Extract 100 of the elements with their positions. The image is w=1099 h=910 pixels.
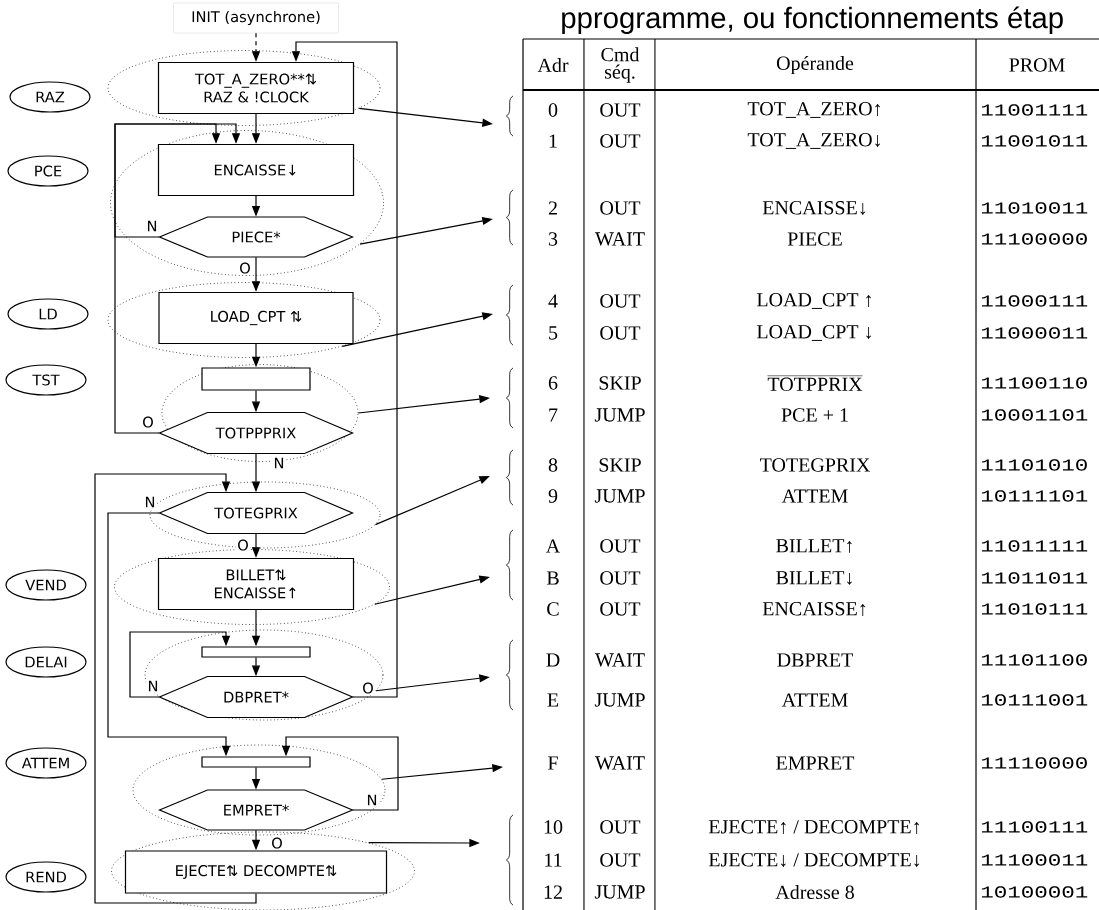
command-text: WAIT	[595, 756, 645, 770]
prom-code: 11001111	[981, 104, 1088, 116]
arrow	[114, 123, 241, 238]
address-text: B	[546, 571, 559, 585]
command-text: OUT	[600, 853, 641, 867]
edge-label: N	[365, 793, 379, 807]
operand-text: ENCAISSE↑	[762, 602, 866, 616]
prom-code: 10111101	[981, 490, 1088, 502]
operand-text: EJECTE↓ / DECOMPTE↓	[708, 853, 919, 867]
command-text: OUT	[600, 134, 641, 148]
address-text: 6	[548, 376, 558, 390]
process-box: TOT_A_ZERO**⇅ RAZ & !CLOCK	[157, 61, 355, 115]
command-text: JUMP	[594, 489, 645, 503]
arrow	[374, 476, 490, 526]
address-text: 11	[545, 853, 562, 867]
command-text: WAIT	[595, 232, 645, 246]
operand-text: LOAD_CPT ↓	[757, 325, 871, 341]
prom-code: 11100110	[981, 377, 1087, 389]
operand-text: ATTEM	[781, 489, 848, 503]
process-box: ENCAISSE↓	[157, 143, 355, 197]
step-label: PCE	[7, 155, 89, 187]
column-header: PROM	[1009, 58, 1065, 72]
command-text: OUT	[600, 571, 641, 585]
prom-code: 10100001	[981, 886, 1088, 898]
edge-label: O	[269, 836, 285, 850]
step-label: DELAI	[5, 646, 87, 678]
process-box: BILLET⇅ ENCAISSE↑	[157, 557, 355, 611]
prom-code: 10001101	[981, 409, 1088, 421]
operand-text: BILLET↓	[776, 571, 852, 585]
dotted-ellipse	[132, 744, 386, 836]
prom-code: 11000111	[981, 295, 1088, 307]
column-header: Cmd séq.	[601, 47, 640, 83]
arrow	[94, 473, 257, 904]
operand-text: ATTEM	[781, 693, 848, 707]
command-text: WAIT	[595, 653, 645, 667]
dotted-ellipse	[107, 282, 381, 358]
title: pprogramme, ou fonctionnements étap	[562, 6, 1063, 35]
dotted-ellipse	[114, 549, 390, 625]
command-text: JUMP	[594, 408, 645, 422]
wait-bar	[201, 756, 311, 768]
arrow	[129, 631, 231, 698]
wait-bar	[201, 646, 311, 658]
column-header: Adr	[537, 58, 569, 73]
address-text: 1	[549, 134, 557, 148]
address-text: 8	[548, 458, 558, 472]
prom-code: 11001011	[981, 135, 1088, 147]
command-text: SKIP	[599, 376, 641, 390]
operand-text: EMPRET	[776, 756, 855, 770]
edge-label: O	[237, 261, 253, 275]
step-label: ATTEM	[5, 747, 87, 779]
operand-text: DBPRET	[777, 653, 853, 667]
operand-text: LOAD_CPT ↑	[757, 293, 871, 309]
operand-text: ENCAISSE↓	[762, 201, 866, 215]
address-text: 12	[544, 885, 562, 899]
prom-code: 11110000	[981, 757, 1087, 769]
command-text: JUMP	[594, 885, 645, 899]
operand-text: TOT_A_ZERO↓	[747, 133, 880, 149]
prom-code: 11010111	[981, 603, 1088, 615]
prom-code: 11011111	[981, 540, 1088, 552]
command-text: OUT	[600, 820, 641, 834]
prom-code: 11100111	[981, 821, 1088, 833]
edge-label: N	[145, 219, 159, 233]
operand-text: Adresse 8	[775, 885, 854, 900]
operand-text: TOT_A_ZERO↑	[747, 102, 880, 118]
step-label: TST	[5, 364, 87, 396]
prom-code: 11000011	[981, 327, 1088, 339]
step-label: VEND	[5, 569, 87, 601]
start-box: INIT (asynchrone)	[173, 2, 339, 34]
operand-text: EJECTE↑ / DECOMPTE↑	[708, 820, 919, 834]
process-box: EJECTE⇅ DECOMPTE⇅	[124, 850, 388, 894]
command-text: OUT	[600, 539, 641, 553]
address-text: 9	[548, 489, 558, 503]
prom-code: 11011011	[981, 572, 1088, 584]
address-text: 2	[548, 201, 557, 215]
step-label: LD	[7, 298, 89, 330]
operand-text: TOTEGPRIX	[760, 458, 870, 472]
edge-label: N	[272, 456, 286, 470]
operand-text: PCE + 1	[781, 408, 848, 422]
process-box: LOAD_CPT ⇅	[158, 291, 354, 345]
prom-code: 11100000	[981, 233, 1087, 245]
dotted-ellipse	[110, 130, 384, 276]
arrow	[114, 123, 221, 434]
prom-code: 11010011	[981, 202, 1088, 214]
dotted-ellipse	[144, 629, 384, 721]
address-text: 5	[549, 326, 558, 340]
command-text: OUT	[600, 103, 641, 117]
command-text: OUT	[600, 294, 641, 308]
edge-label: N	[143, 495, 157, 509]
operand-text: BILLET↑	[776, 539, 852, 553]
address-text: 10	[544, 820, 563, 834]
prom-code: 10111001	[981, 694, 1088, 706]
command-text: JUMP	[594, 693, 645, 707]
dotted-ellipse	[107, 50, 381, 126]
address-text: 4	[548, 294, 558, 308]
step-label: RAZ	[9, 81, 91, 113]
address-text: C	[547, 602, 559, 616]
address-text: 7	[549, 408, 558, 422]
prom-code: 11101100	[981, 654, 1087, 666]
edge-label: O	[235, 538, 251, 552]
edge-label: N	[146, 679, 160, 693]
